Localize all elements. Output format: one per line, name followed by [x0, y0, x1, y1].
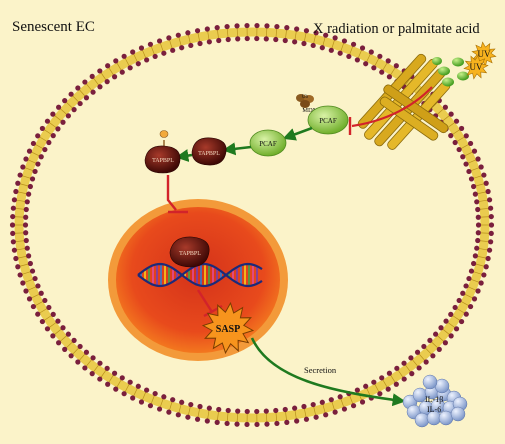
cytokine-cluster-icon: [402, 374, 468, 428]
cell-membrane: [9, 22, 495, 428]
secretion-label: Secretion: [304, 365, 337, 375]
arrow-pcaf-to-tapbpl: [222, 142, 252, 156]
sasp-node: SASP: [201, 301, 255, 355]
tapbpl-1-label: TAPBPL: [152, 158, 174, 164]
cell-title: Senescent EC: [12, 19, 95, 35]
nucleus: [108, 199, 288, 361]
receptor-inhibition-line: [348, 86, 433, 135]
uv-label-2: UV: [470, 62, 483, 72]
pcaf-node-upper: PCAF: [307, 105, 349, 135]
tapbpl-2-label: TAPBPL: [198, 151, 220, 157]
tapbpl-inhibition-line: [166, 175, 188, 214]
sasp-label: SASP: [216, 324, 240, 335]
uv-burst-icon-2: UV: [463, 54, 489, 80]
il6-label: IL-6: [427, 405, 441, 414]
secretion-arrow: [250, 337, 406, 407]
tapbpl-nucleus-label: TAPBPL: [179, 251, 201, 257]
ub-label: Ub: [302, 95, 309, 100]
membrane-receptor-icon: [357, 53, 451, 150]
mdm2-label: MDM2: [302, 107, 322, 114]
mdm2-complex: Ub MDM2: [296, 94, 322, 114]
uv-label-1: UV: [478, 49, 491, 59]
pcaf-node-lower: PCAF: [249, 129, 287, 157]
tapbpl-nucleus-node: TAPBPL: [169, 236, 210, 268]
pcaf-lower-label: PCAF: [259, 140, 277, 148]
arrow-pcaf-to-pcaf: [282, 126, 313, 141]
arrow-tapbpl-to-tapbpl: [175, 149, 193, 162]
pcaf-upper-label: PCAF: [319, 117, 337, 125]
uv-burst-icon-1: UV: [471, 41, 497, 67]
stimulus-title: X radiation or palmitate acid: [313, 21, 480, 37]
tapbpl-node-1: TAPBPL: [144, 130, 181, 174]
il1b-label: IL-1β: [425, 395, 443, 404]
tapbpl-node-2: TAPBPL: [191, 137, 227, 166]
ligand-dots-icon: [432, 57, 469, 87]
